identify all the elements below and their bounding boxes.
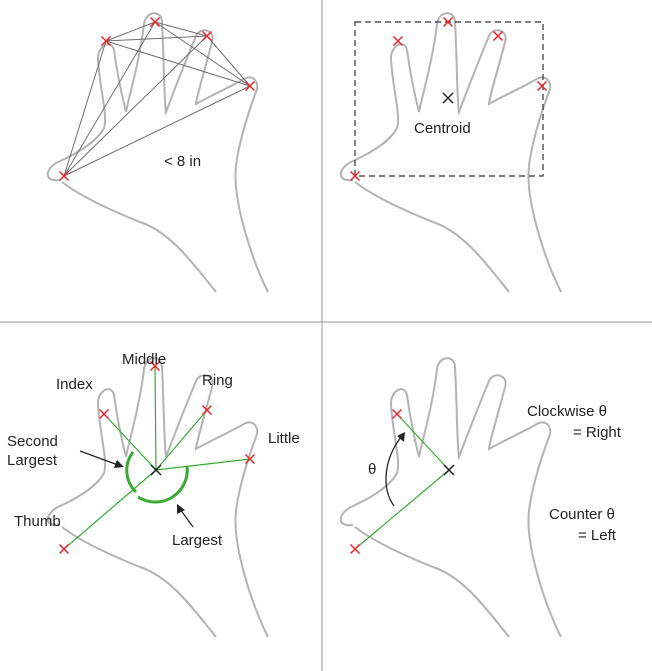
- clockwise-line1: Clockwise θ: [527, 403, 607, 420]
- label-largest: Largest: [172, 532, 223, 549]
- second-largest-angle-arc: [125, 451, 138, 494]
- distance-label: < 8 in: [164, 153, 201, 170]
- pointer-arrow-largest: [177, 504, 194, 528]
- connector-line: [154, 21, 251, 87]
- connector-line: [105, 40, 251, 87]
- fingertip-marker: [492, 30, 504, 42]
- label-index: Index: [56, 376, 93, 393]
- connector-line: [105, 35, 208, 42]
- largest-angle-arc: [137, 465, 189, 504]
- connector-line: [206, 35, 251, 87]
- label-little: Little: [268, 430, 300, 447]
- spoke-ring: [155, 409, 208, 471]
- hand-outline: [46, 357, 269, 638]
- connector-line: [63, 85, 251, 177]
- pairwise-connectors: [63, 21, 251, 177]
- fingertip-marker: [391, 408, 403, 420]
- hub-marker: [150, 464, 162, 476]
- fingertip-marker: [58, 543, 70, 555]
- counter-line2: = Left: [578, 527, 617, 544]
- spoke-index: [103, 413, 157, 471]
- spoke-middle: [154, 365, 157, 471]
- centroid-label: Centroid: [414, 120, 471, 137]
- centroid-marker: [442, 92, 454, 104]
- panel-bottom-left: Middle Index Ring Little Thumb Second La…: [7, 351, 300, 638]
- connector-line: [63, 21, 156, 177]
- fingertip-marker: [58, 170, 70, 182]
- spoke-lines: [63, 365, 251, 550]
- theta-symbol: θ: [368, 461, 376, 478]
- rotation-lines: [354, 413, 450, 550]
- connector-line: [63, 35, 208, 177]
- clockwise-line2: = Right: [573, 424, 622, 441]
- label-ring: Ring: [202, 372, 233, 389]
- connector-line: [63, 40, 107, 177]
- fingertip-marker: [244, 80, 256, 92]
- connector-line: [105, 21, 156, 42]
- hand-outline: [46, 12, 269, 293]
- fingertip-marker: [536, 80, 548, 92]
- panel-bottom-right: θ Clockwise θ = Right Counter θ = Left: [339, 357, 622, 638]
- hand-outline: [339, 357, 562, 638]
- fingertip-marker: [442, 16, 454, 28]
- connector-line: [154, 21, 208, 37]
- panel-top-left: < 8 in: [46, 12, 269, 293]
- fingertip-marker: [98, 408, 110, 420]
- hand-outline: [339, 12, 562, 293]
- spoke-thumb: [63, 469, 157, 550]
- fingertip-marker: [149, 16, 161, 28]
- counter-line1: Counter θ: [549, 506, 615, 523]
- label-second-line2: Largest: [7, 452, 58, 469]
- pointer-arrow-second: [79, 450, 124, 468]
- label-middle: Middle: [122, 351, 166, 368]
- label-second-line1: Second: [7, 433, 58, 450]
- label-thumb: Thumb: [14, 513, 61, 530]
- spoke-little: [155, 458, 251, 471]
- hub-marker: [443, 464, 455, 476]
- fingertip-marker: [349, 543, 361, 555]
- rotation-arrow: [385, 432, 405, 507]
- panel-top-right: Centroid: [339, 12, 562, 293]
